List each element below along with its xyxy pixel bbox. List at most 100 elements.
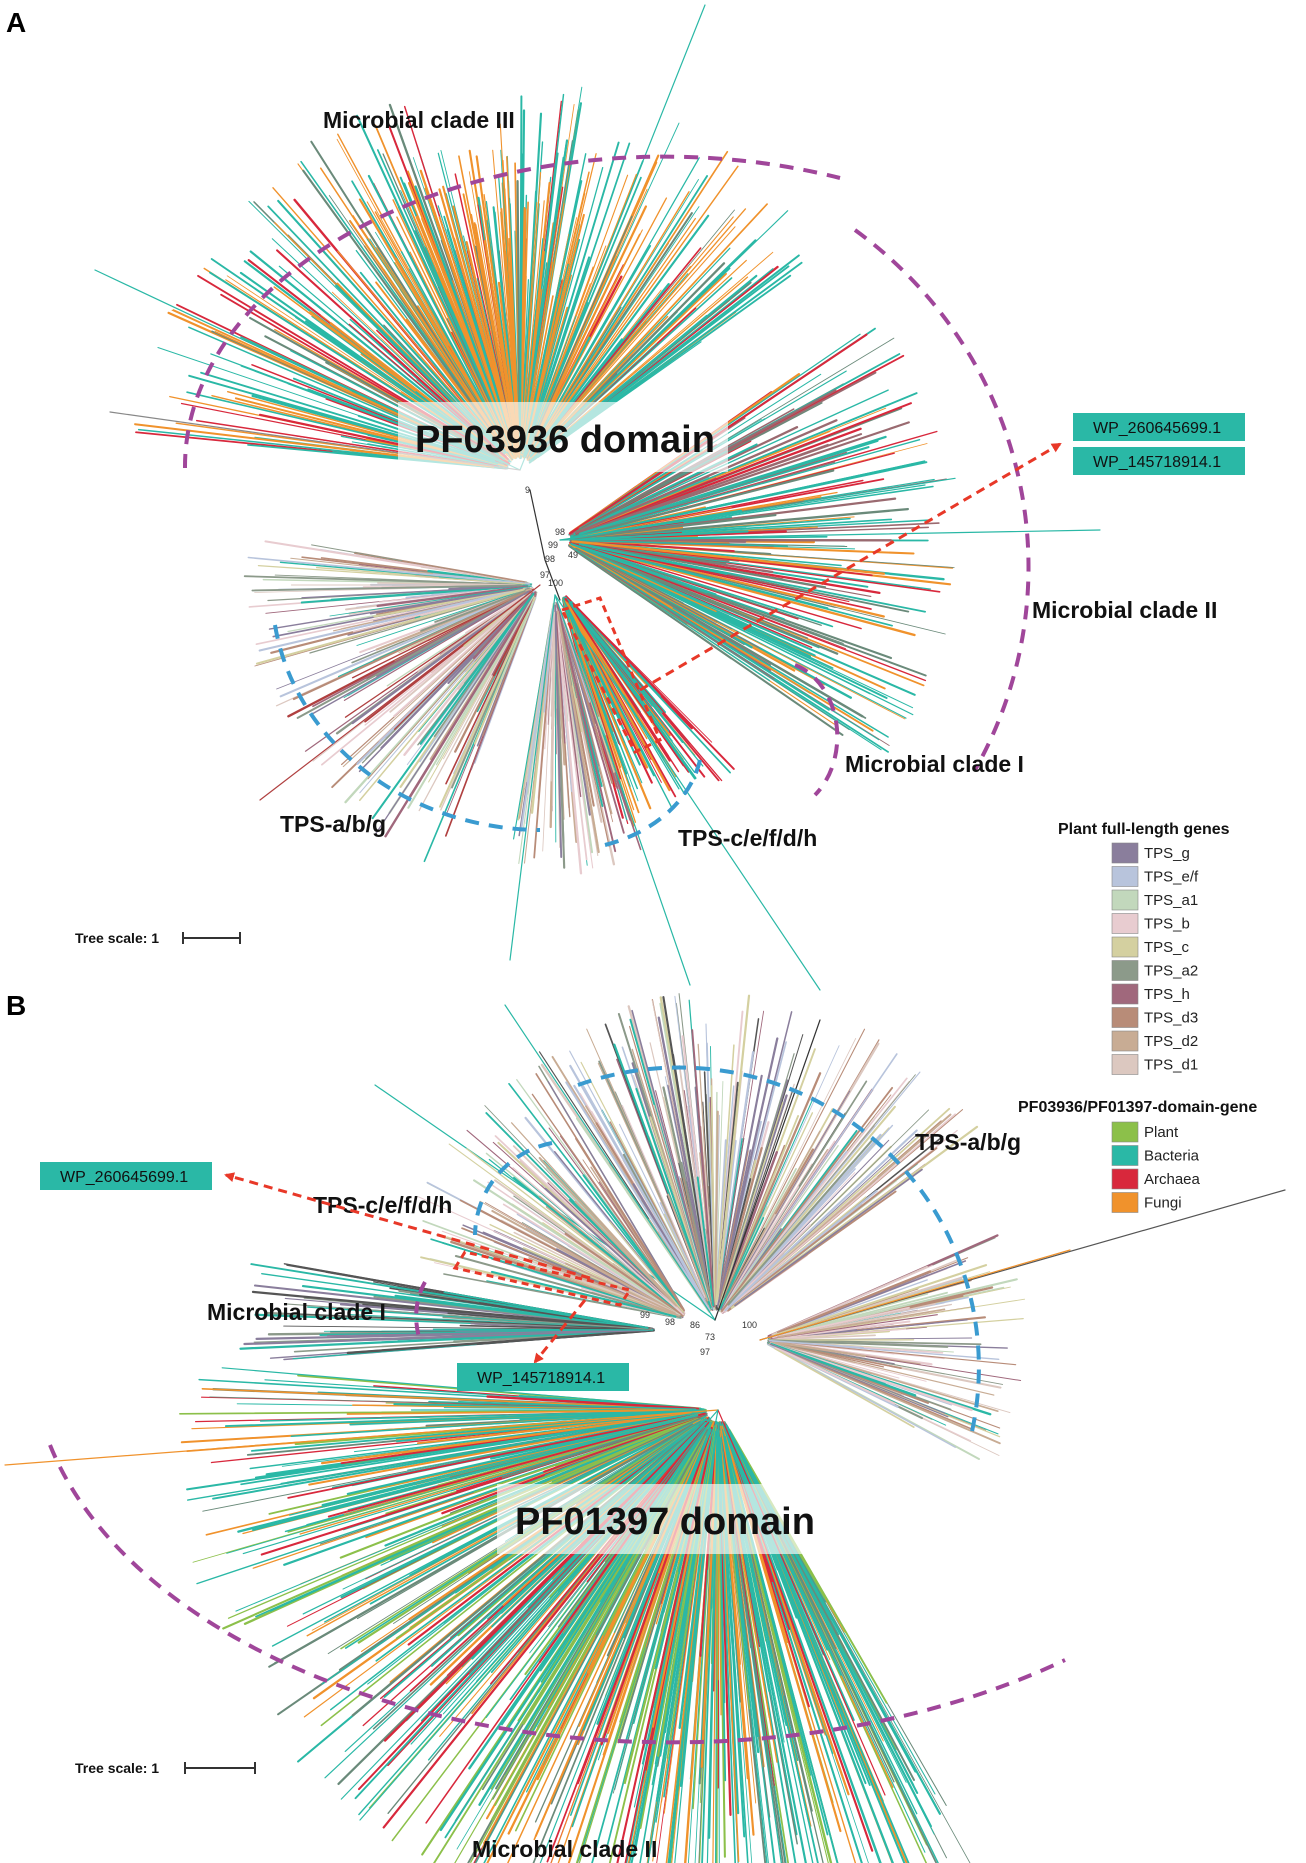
tree-branch <box>512 1167 685 1316</box>
tree-branch <box>491 1209 680 1315</box>
tree-branch <box>501 1426 707 1726</box>
tree-branch <box>703 1071 715 1299</box>
tree-branch <box>715 1081 724 1307</box>
arc-microbial-clade-i-b <box>414 1280 427 1341</box>
tree-branch <box>491 595 535 676</box>
bootstrap-b-1: 86 <box>690 1320 700 1330</box>
tree-branch <box>367 174 509 447</box>
legend-domain-label-2: Archaea <box>1144 1171 1201 1188</box>
tree-branch <box>438 597 536 808</box>
bootstrap-b-2: 73 <box>705 1332 715 1342</box>
tree-branch <box>556 610 600 854</box>
legend-plant-label-1: TPS_e/f <box>1144 869 1199 886</box>
annotation-arrow-b-2 <box>533 1299 587 1364</box>
legend-plant-swatch-6 <box>1111 983 1139 1005</box>
tree-branch <box>356 588 529 646</box>
tree-branch <box>575 427 862 536</box>
tree-branch <box>580 389 889 532</box>
tree-branch <box>393 597 528 730</box>
tree-branch <box>201 1388 700 1410</box>
tree-branch <box>568 543 717 613</box>
tree-branch <box>714 1110 719 1311</box>
bootstrap-values-a: 9 98 99 49 98 97 100 <box>525 485 578 588</box>
legend-plant-label-0: TPS_g <box>1144 845 1190 862</box>
tree-branch <box>724 1113 956 1312</box>
tree-branch <box>417 594 527 672</box>
tree-branch <box>659 1202 707 1301</box>
tree-branch <box>557 604 614 784</box>
label-tps-cefdh-b: TPS-c/e/f/d/h <box>313 1192 452 1218</box>
tree-branch <box>343 590 530 701</box>
label-tps-abg-a: TPS-a/b/g <box>280 811 386 837</box>
tree-branch <box>557 604 591 703</box>
tree-branch <box>519 153 523 448</box>
tree-branch <box>519 1410 694 1421</box>
tree-branch <box>730 1105 896 1302</box>
tree-branch <box>777 1308 946 1338</box>
tree-branch <box>578 1230 681 1313</box>
tree-branch <box>564 601 622 720</box>
tree-branch <box>465 594 525 634</box>
tree-branch <box>258 586 529 652</box>
tree-branch <box>720 1037 857 1310</box>
tree-branch <box>473 1179 681 1315</box>
tree-branch <box>575 419 838 534</box>
tree-branch <box>718 1098 814 1311</box>
tree-branch <box>579 547 847 650</box>
tree-branch <box>720 1090 851 1311</box>
tree-branch <box>579 421 910 535</box>
tree-branch <box>570 546 732 660</box>
legend-plant-swatch-1 <box>1111 866 1139 887</box>
tree-branch <box>432 1328 654 1331</box>
tree-branch <box>774 1334 876 1341</box>
tree-branch <box>678 1065 714 1301</box>
legend-plant-label-2: TPS_a1 <box>1144 892 1198 909</box>
tree-branch <box>251 1290 650 1331</box>
tree-branch <box>728 1147 938 1311</box>
tree-branch <box>359 594 533 802</box>
tree-branch <box>582 407 887 532</box>
tree-branch <box>575 543 829 609</box>
arc-microbial-clade-ii-b <box>48 1444 1066 1745</box>
tree-a-branches <box>94 4 1101 991</box>
tree-branch <box>419 592 535 745</box>
tree-branch <box>510 1122 685 1314</box>
tree-branch <box>442 185 514 444</box>
tree-branch <box>448 1143 681 1314</box>
tree-branch <box>770 1341 856 1363</box>
tree-branch <box>490 1270 677 1318</box>
tree-branch <box>714 1019 821 1321</box>
tree-branch <box>490 1430 702 1685</box>
legend-plant-label-9: TPS_d1 <box>1144 1057 1198 1074</box>
tree-branch <box>722 1151 778 1299</box>
label-microbial-clade-i-b: Microbial clade I <box>207 1299 386 1325</box>
bootstrap-a-4: 98 <box>545 554 555 564</box>
tree-branch <box>187 1412 701 1501</box>
tree-branch <box>569 601 684 743</box>
tree-branch <box>402 560 526 583</box>
bootstrap-a-2: 99 <box>548 540 558 550</box>
accession-box-b-2: WP_145718914.1 <box>457 1363 629 1391</box>
tree-branch <box>519 1160 682 1313</box>
legend-plant-swatch-3 <box>1111 913 1139 934</box>
legend: Plant full-length genes TPS_gTPS_e/fTPS_… <box>1018 821 1257 1213</box>
tree-branch <box>296 591 527 719</box>
tree-branch <box>767 1339 949 1348</box>
tree-branch <box>568 542 862 630</box>
accession-b-2: WP_145718914.1 <box>477 1370 605 1387</box>
tree-branch <box>565 604 643 784</box>
tree-branch <box>770 1342 917 1397</box>
tree-branch <box>720 1086 894 1312</box>
tree-branch <box>243 575 530 586</box>
tree-branch <box>557 607 610 847</box>
arc-tps-abg-b <box>577 1065 981 1441</box>
tree-branch <box>224 1409 706 1428</box>
tree-branch <box>259 584 541 801</box>
tree-branch <box>346 1411 707 1495</box>
tree-branch <box>376 585 529 608</box>
tree-branch <box>710 1085 716 1308</box>
tree-branch <box>252 1414 699 1532</box>
tree-branch <box>774 1346 896 1405</box>
tree-branch <box>369 586 524 615</box>
tree-branch <box>513 1231 681 1316</box>
